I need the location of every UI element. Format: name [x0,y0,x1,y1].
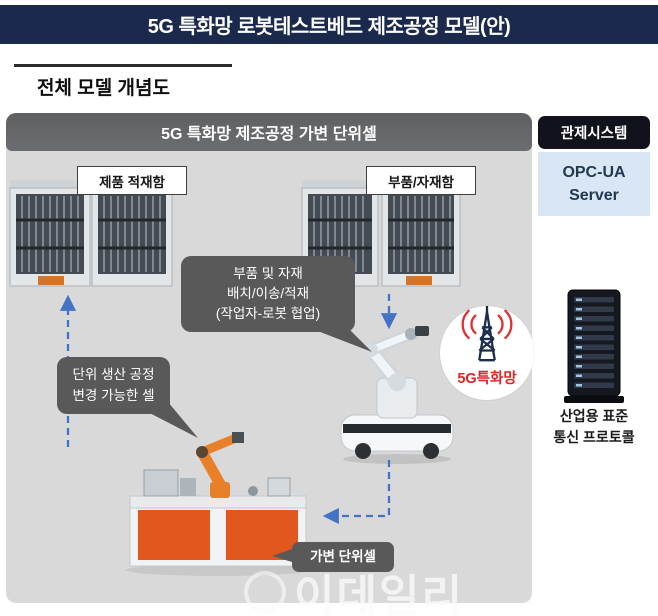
protocol-line-1: 산업용 표준 [559,408,629,424]
protocol-note: 산업용 표준 통신 프로토콜 [532,406,656,448]
control-system-header: 관제시스템 [538,116,650,149]
cell-panel-header: 5G 특화망 제조공정 가변 단위셀 [6,113,532,151]
unit-process-line-2: 변경 가능한 셀 [72,387,155,403]
server-rack-image [558,288,630,406]
work-cell-image [118,412,318,577]
watermark-text: 이데일리 [294,572,464,616]
unit-process-note: 단위 생산 공정 변경 가능한 셀 [57,357,170,414]
network-badge: 5G특화망 [440,306,534,400]
watermark: 이데일리 [244,560,464,616]
parts-rack-label: 부품/자재함 [366,166,476,195]
protocol-line-2: 통신 프로토콜 [553,429,635,445]
network-badge-label: 5G특화망 [457,371,517,387]
variable-cell-label: 가변 단위셀 [292,542,394,572]
opc-line-2: Server [569,187,619,204]
materials-speech-bubble: 부품 및 자재 배치/이송/적재 (작업자-로봇 협업) [181,256,355,332]
section-divider [14,64,232,67]
watermark-logo [244,571,286,613]
radio-tower-icon [461,306,513,362]
opc-line-1: OPC-UA [562,163,626,181]
materials-line-2: 배치/이송/적재 [226,285,310,301]
section-title: 전체 모델 개념도 [37,78,170,99]
page-title: 5G 특화망 로봇테스트베드 제조공정 모델(안) [0,5,658,44]
materials-line-3: (작업자-로봇 협업) [215,306,321,322]
materials-line-1: 부품 및 자재 [233,265,303,281]
opc-ua-server-box: OPC-UA Server [538,152,650,216]
product-rack-label: 제품 적재함 [77,166,187,195]
product-rack-image [8,178,178,293]
unit-process-line-1: 단위 생산 공정 [72,367,155,383]
